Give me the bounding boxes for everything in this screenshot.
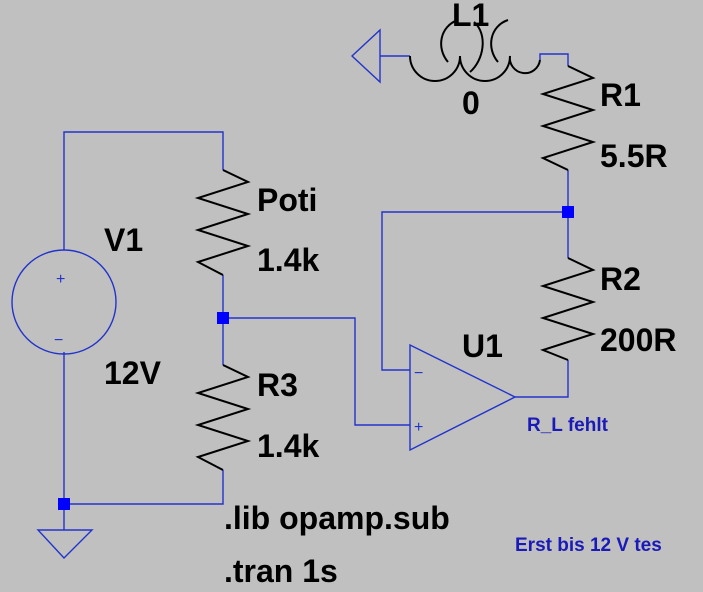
opamp-u1[interactable]: − + [409, 343, 517, 452]
l1-name-label: L1 [452, 0, 489, 33]
r1-name-label: R1 [600, 77, 641, 113]
inductor-l1[interactable] [409, 19, 541, 82]
inductor-core-left [440, 19, 459, 63]
junction-wiper [217, 312, 229, 324]
note-test-hint: Erst bis 12 V tes [515, 535, 662, 556]
r3-name-label: R3 [257, 367, 298, 403]
inductor-coil [409, 55, 541, 82]
resistor-r2[interactable] [539, 257, 597, 361]
directive-lib: .lib opamp.sub [224, 500, 450, 536]
u1-name-label: U1 [462, 328, 503, 364]
poti-value-label: 1.4k [257, 242, 319, 278]
opamp-triangle [409, 343, 517, 452]
voltage-source-v1[interactable]: + − [11, 249, 117, 355]
source-minus-sign: − [54, 332, 63, 349]
ground-symbol-bottom [36, 529, 94, 560]
r1-value-label: 5.5R [600, 138, 668, 174]
note-rl-missing: R_L fehlt [527, 415, 609, 436]
wire-feedback [381, 211, 568, 371]
r2-value-label: 200R [600, 322, 677, 358]
wires [63, 53, 569, 530]
wire-top-left [63, 131, 224, 250]
source-plus-sign: + [56, 271, 65, 288]
v1-name-label: V1 [104, 222, 143, 258]
opamp-noninverting-sign: + [414, 419, 423, 436]
wire-bottom [64, 470, 224, 505]
inductor-core-mid [469, 21, 484, 73]
wire-r2-output [515, 360, 569, 398]
r3-value-label: 1.4k [257, 428, 319, 464]
junction-ground [58, 498, 70, 510]
inductor-core-right [490, 19, 509, 63]
wire-l1-r1 [539, 53, 569, 66]
resistor-r3[interactable] [194, 364, 252, 471]
junction-feedback [562, 206, 574, 218]
resistor-poti[interactable] [194, 169, 252, 276]
voltage-source-circle [11, 249, 117, 355]
v1-value-label: 12V [104, 355, 162, 391]
wire-wiper-to-noninverting [223, 317, 410, 426]
directive-tran: .tran 1s [224, 553, 338, 589]
ground-symbol-top [350, 28, 381, 84]
opamp-inverting-sign: − [414, 365, 423, 382]
resistor-r1[interactable] [539, 65, 597, 171]
poti-name-label: Poti [257, 182, 317, 218]
l1-value-label: 0 [462, 85, 480, 121]
r2-name-label: R2 [600, 261, 641, 297]
